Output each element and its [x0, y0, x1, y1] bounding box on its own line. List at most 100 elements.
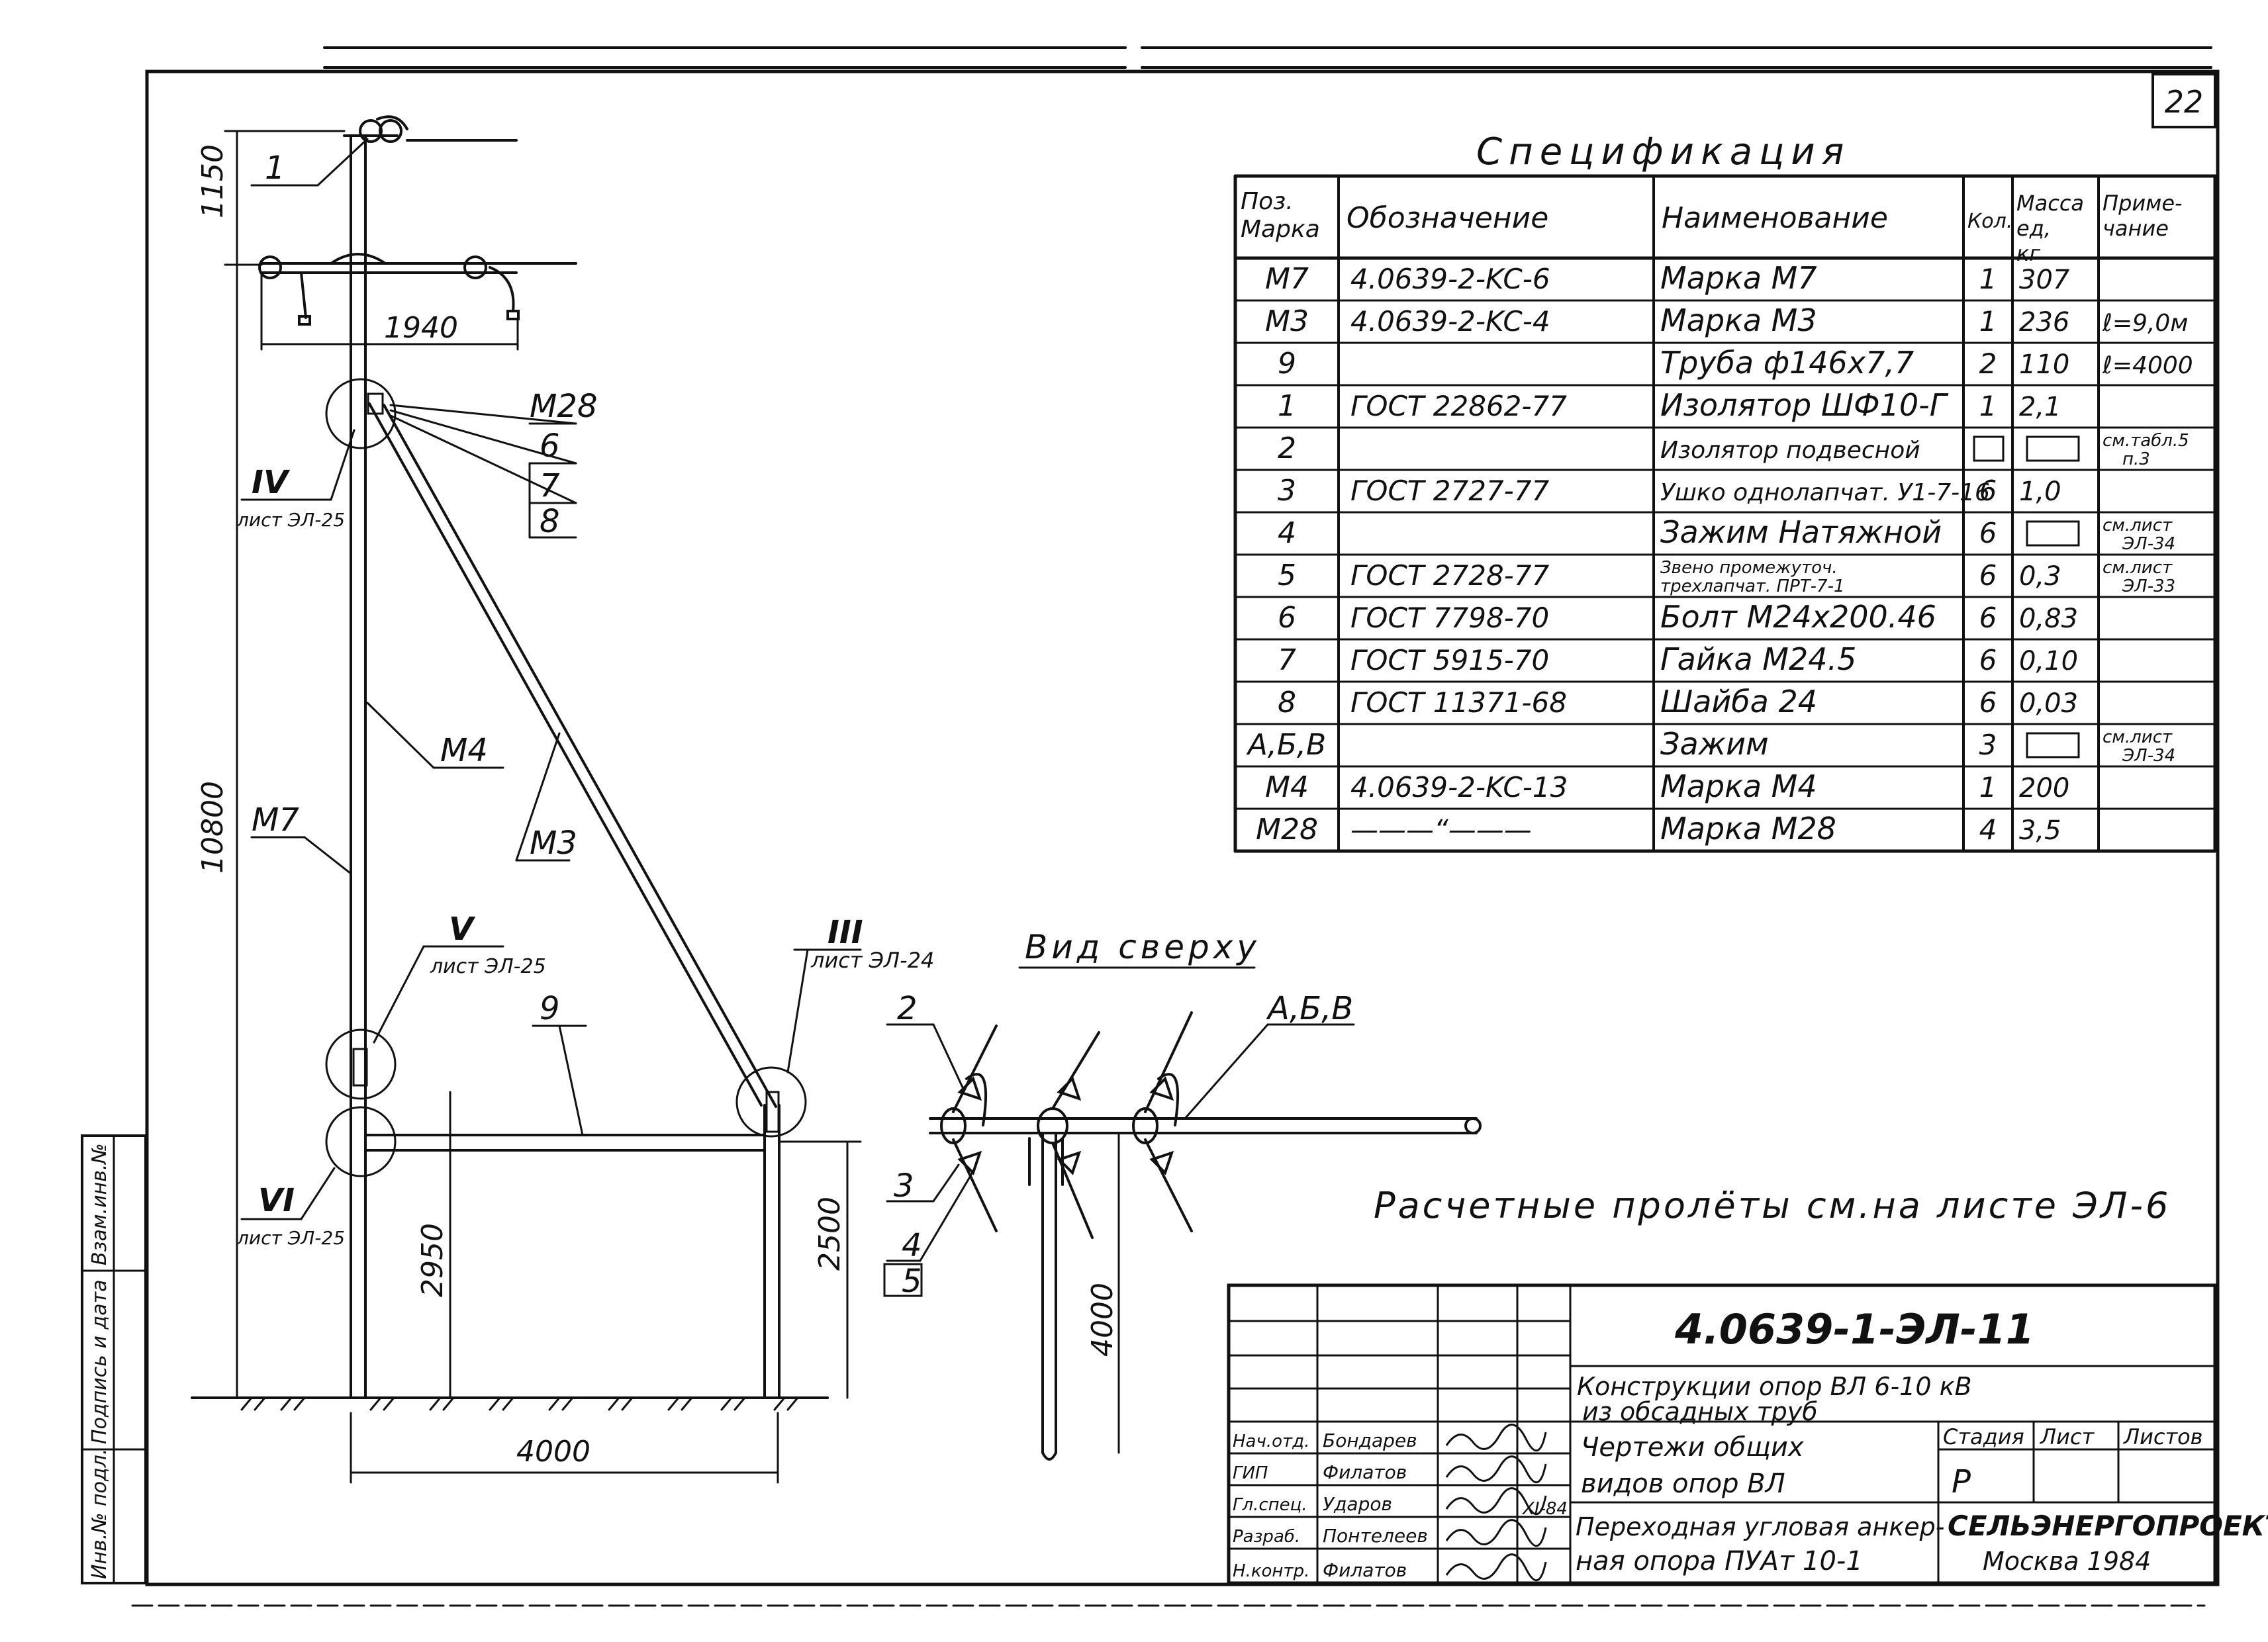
spec-qty: 1	[1979, 305, 1997, 338]
label-pos7: 7	[540, 467, 560, 504]
label-view5-sheet: лист ЭЛ-25	[430, 955, 546, 978]
spec-designation: ГОСТ 11371-68	[1350, 686, 1567, 719]
spec-qty: 4	[1979, 813, 1997, 846]
label-pos2: 2	[897, 990, 918, 1027]
spec-pos: 6	[1278, 601, 1296, 635]
dim-2500: 2500	[813, 1197, 847, 1271]
right-leg	[763, 1104, 780, 1399]
title-person: Филатов	[1323, 1559, 1407, 1581]
spec-qty: 2	[1979, 347, 1997, 380]
title-person: Ударов	[1323, 1493, 1392, 1515]
main-pole	[350, 134, 367, 1399]
top-insulator	[343, 115, 518, 143]
support-elevation: 1 M28 6 7 8 M4 M3 M7 9 IV лист ЭЛ-25 V л…	[191, 115, 934, 1484]
strut-m3	[368, 402, 777, 1108]
spec-mass: 307	[2019, 265, 2070, 295]
signature	[1445, 1487, 1547, 1516]
spec-name: Изолятор ШФ10-Г	[1660, 387, 1949, 423]
signature	[1445, 1553, 1547, 1582]
stage-value: Р	[1952, 1463, 1971, 1500]
title-role: Разраб.	[1233, 1527, 1300, 1547]
spec-mass: 2,1	[2019, 392, 2061, 422]
spec-name: Ушко однолапчат. У1-7-16	[1660, 479, 1990, 506]
project-line2: из обсадных труб	[1582, 1397, 1818, 1426]
spec-pos: 5	[1278, 559, 1296, 592]
label-view6: VI	[258, 1182, 295, 1219]
side-stamp-sign: Подпись и дата	[88, 1280, 111, 1445]
label-pos5: 5	[902, 1263, 922, 1300]
spec-name: Марка М28	[1660, 811, 1836, 846]
label-pos8: 8	[540, 503, 560, 540]
project-line1: Конструкции опор ВЛ 6-10 кВ	[1577, 1372, 1972, 1401]
spec-mass: 0,83	[2019, 604, 2078, 634]
sheet-title-line1: Чертежи общих	[1581, 1432, 1804, 1463]
spec-designation: ГОСТ 22862-77	[1350, 390, 1567, 422]
spec-pos: 7	[1278, 643, 1296, 677]
label-m3: M3	[530, 825, 577, 862]
label-pos9: 9	[540, 990, 560, 1027]
spec-mass: 200	[2019, 773, 2069, 803]
spec-name: Марка М3	[1660, 302, 1817, 338]
dim-1940: 1940	[384, 311, 458, 345]
title-person: Бондарев	[1323, 1430, 1417, 1451]
label-pos6: 6	[540, 428, 560, 465]
spec-pos: M28	[1256, 813, 1318, 846]
dim-10800: 10800	[196, 781, 230, 874]
spec-designation: ГОСТ 5915-70	[1350, 644, 1549, 676]
label-m28: M28	[530, 388, 598, 425]
title-role: Нач.отд.	[1233, 1432, 1309, 1451]
spec-name: Зажим Натяжной	[1660, 514, 1942, 550]
spec-qty: 6	[1979, 644, 1997, 676]
city-year: Москва 1984	[1983, 1547, 2151, 1576]
label-view5: V	[449, 911, 476, 948]
spec-name: Изолятор подвесной	[1660, 437, 1920, 464]
spec-empty-box	[2026, 520, 2080, 547]
spec-header-name: Наименование	[1662, 201, 1888, 235]
spec-name: Зажим	[1660, 726, 1769, 762]
spec-pos: M3	[1265, 304, 1309, 338]
title-person: Филатов	[1323, 1461, 1407, 1483]
object-line1: Переходная угловая анкер-	[1576, 1512, 1944, 1541]
spec-header-pos: Поз.Марка	[1241, 188, 1320, 243]
spec-pos: 2	[1278, 432, 1296, 465]
spec-pos: 9	[1278, 347, 1296, 381]
sheet-number: 22	[2165, 84, 2204, 120]
node-circles	[325, 378, 807, 1177]
spec-empty-box	[1973, 435, 2005, 462]
dim-4000: 4000	[516, 1435, 591, 1469]
label-pos4: 4	[902, 1227, 922, 1264]
spec-qty: 1	[1979, 263, 1997, 295]
stage-label: Стадия	[1943, 1424, 2024, 1449]
dimension-lines	[224, 130, 862, 1484]
spec-pos: M7	[1265, 262, 1309, 296]
sheet-label: Лист	[2040, 1424, 2095, 1449]
side-stamp: Инв.№ подл. Подпись и дата Взам.инв.№	[81, 1134, 147, 1584]
title-role: Н.контр.	[1233, 1561, 1309, 1581]
spec-qty: 1	[1979, 390, 1997, 422]
object-line2: ная опора ПУАт 10-1	[1576, 1546, 1863, 1576]
label-pos3: 3	[894, 1167, 914, 1205]
spec-mass: 110	[2019, 349, 2069, 380]
title-role: Гл.спец.	[1233, 1495, 1307, 1515]
spec-qty: 1	[1979, 771, 1997, 803]
top-view: Вид сверху	[883, 928, 1482, 1461]
spec-mass: 0,03	[2019, 688, 2078, 719]
title-role: ГИП	[1233, 1463, 1268, 1483]
spec-designation: ГОСТ 2727-77	[1350, 475, 1550, 507]
signature	[1445, 1424, 1547, 1452]
spec-designation: ———“———	[1350, 813, 1532, 846]
spec-name: Болт М24х200.46	[1660, 599, 1936, 635]
spec-empty-box	[2026, 732, 2080, 758]
spec-mass: 1,0	[2019, 477, 2061, 507]
dimension-labels: 1150 1940 10800 2950 2500 4000	[196, 144, 847, 1469]
side-stamp-vzam: Взам.инв.№	[88, 1143, 111, 1265]
title-person: Понтелеев	[1323, 1525, 1428, 1547]
spec-qty: 3	[1979, 729, 1997, 761]
signature	[1445, 1519, 1547, 1547]
spec-name: Звено промежуточ.трехлапчат. ПРТ-7-1	[1660, 558, 1845, 596]
sheet-number-box: 22	[2151, 73, 2216, 128]
